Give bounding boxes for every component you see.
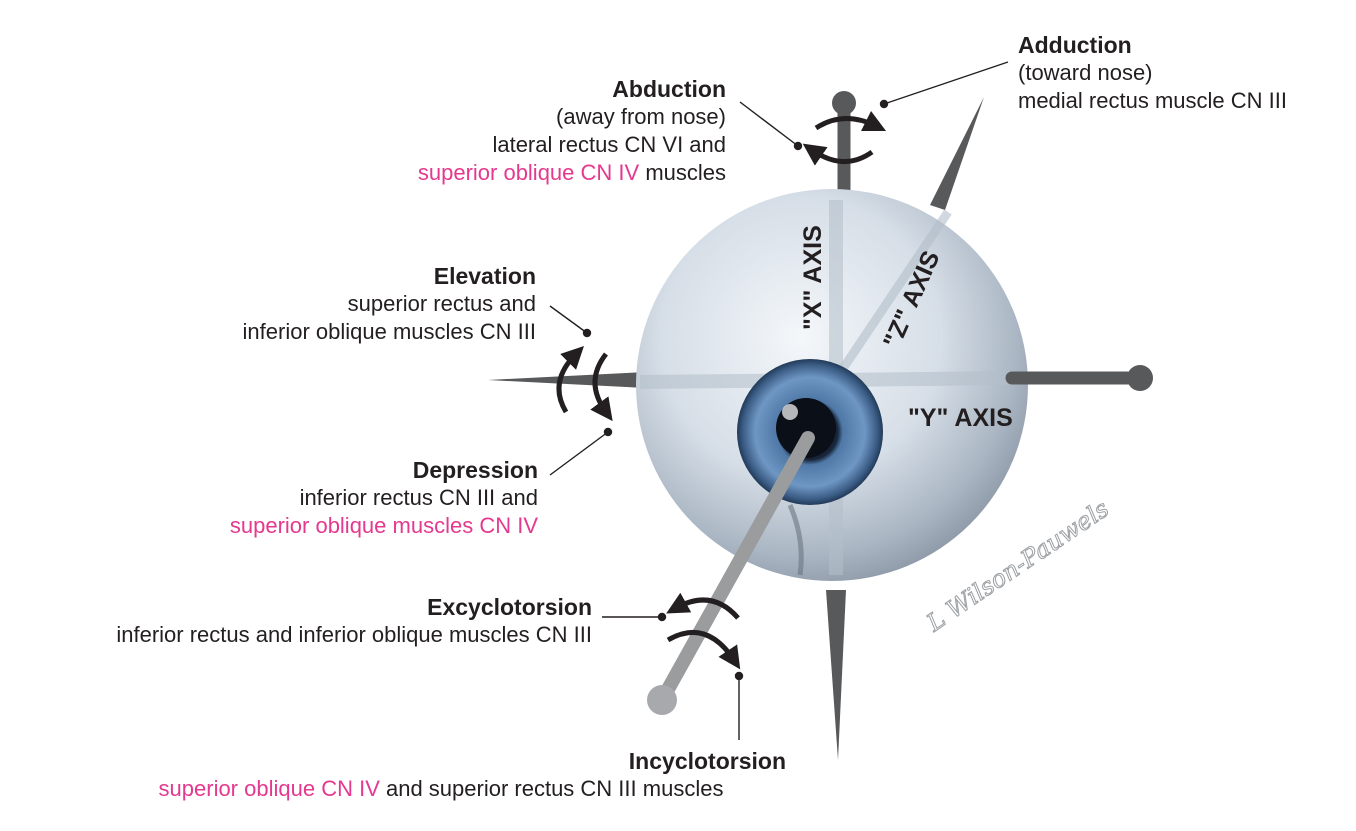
adduction-line2: medial rectus muscle CN III	[1018, 88, 1287, 113]
adduction-title: Adduction	[1018, 32, 1132, 58]
y-axis-right-knob	[1127, 365, 1153, 391]
abduction-pink-text: superior oblique CN IV	[417, 160, 640, 185]
incyclotorsion-line1-rest: and superior rectus CN III muscles	[379, 776, 724, 801]
excyclotorsion-title: Excyclotorsion	[427, 594, 592, 620]
adduction-label: Adduction (toward nose) medial rectus mu…	[1018, 31, 1287, 115]
incyclotorsion-label: Incyclotorsion superior oblique CN IV an…	[96, 747, 786, 803]
z-axis-front-knob	[647, 685, 677, 715]
excyclotorsion-label: Excyclotorsion inferior rectus and infer…	[116, 593, 592, 649]
z-axis-upper-spike	[930, 97, 984, 210]
abduction-label: Abduction (away from nose) lateral rectu…	[418, 75, 726, 187]
abduction-line3: superior oblique CN IV muscles	[418, 159, 726, 187]
elevation-title: Elevation	[433, 263, 536, 289]
abduction-line1: (away from nose)	[556, 104, 726, 129]
x-rotation-arrows	[802, 110, 887, 166]
y-rotation-arrows	[556, 346, 613, 422]
elevation-label: Elevation superior rectus and inferior o…	[243, 262, 536, 346]
x-axis-top-knob	[832, 91, 856, 115]
leader-lines	[549, 61, 1009, 740]
depression-line1: inferior rectus CN III and	[299, 485, 538, 510]
abduction-line2: lateral rectus CN VI and	[492, 132, 726, 157]
y-axis-label: "Y" AXIS	[908, 404, 1013, 432]
abduction-line3-rest: muscles	[639, 160, 726, 185]
z-rotation-arrows	[666, 592, 741, 670]
depression-line2: superior oblique muscles CN IV	[229, 513, 538, 538]
adduction-line1: (toward nose)	[1018, 60, 1153, 85]
abduction-title: Abduction	[612, 76, 726, 102]
incyclotorsion-title: Incyclotorsion	[628, 748, 786, 774]
x-axis-bottom-spike	[826, 590, 846, 760]
z-axis-front-stick	[655, 431, 815, 707]
elevation-line2: inferior oblique muscles CN III	[242, 319, 536, 344]
incyclotorsion-line1: superior oblique CN IV and superior rect…	[96, 775, 786, 803]
x-axis-label: "X" AXIS	[799, 225, 827, 330]
y-axis-left-spike	[488, 372, 645, 388]
excyclotorsion-line1: inferior rectus and inferior oblique mus…	[116, 622, 592, 647]
depression-title: Depression	[412, 457, 538, 483]
depression-label: Depression inferior rectus CN III and su…	[230, 456, 538, 540]
elevation-line1: superior rectus and	[347, 291, 536, 316]
incyclotorsion-pink-text: superior oblique CN IV	[158, 776, 380, 801]
